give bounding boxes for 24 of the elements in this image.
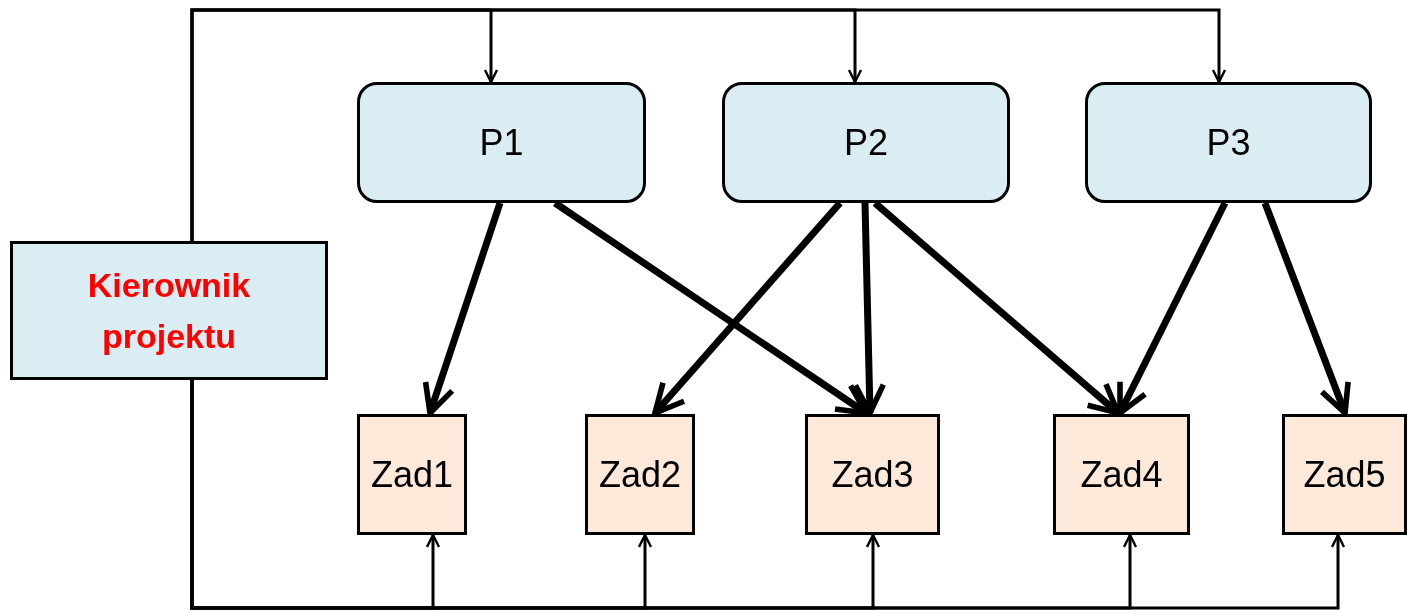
role-label: Kierownik projektu bbox=[86, 264, 252, 357]
node-label: P1 bbox=[479, 120, 524, 165]
arrow bbox=[190, 8, 1227, 241]
node-label: Zad5 bbox=[1303, 452, 1386, 497]
task-box bbox=[585, 414, 695, 535]
task-box bbox=[1053, 414, 1190, 535]
arrow bbox=[190, 380, 1346, 610]
node-label: Zad3 bbox=[831, 452, 914, 497]
task-box bbox=[357, 414, 467, 535]
arrow bbox=[1261, 201, 1351, 416]
node-label: P3 bbox=[1206, 120, 1251, 165]
manager-box bbox=[10, 241, 328, 380]
node-label: Zad1 bbox=[370, 452, 454, 497]
process-box bbox=[722, 82, 1010, 203]
arrow bbox=[1116, 201, 1229, 416]
task-box bbox=[805, 414, 940, 535]
node-label: P2 bbox=[843, 120, 888, 165]
task-box bbox=[1282, 414, 1407, 535]
arrow bbox=[422, 201, 504, 416]
process-box bbox=[1085, 82, 1372, 203]
arrow bbox=[852, 202, 887, 416]
node-label: Zad2 bbox=[598, 452, 682, 497]
node-label: Zad4 bbox=[1080, 452, 1163, 497]
process-box bbox=[357, 82, 646, 203]
